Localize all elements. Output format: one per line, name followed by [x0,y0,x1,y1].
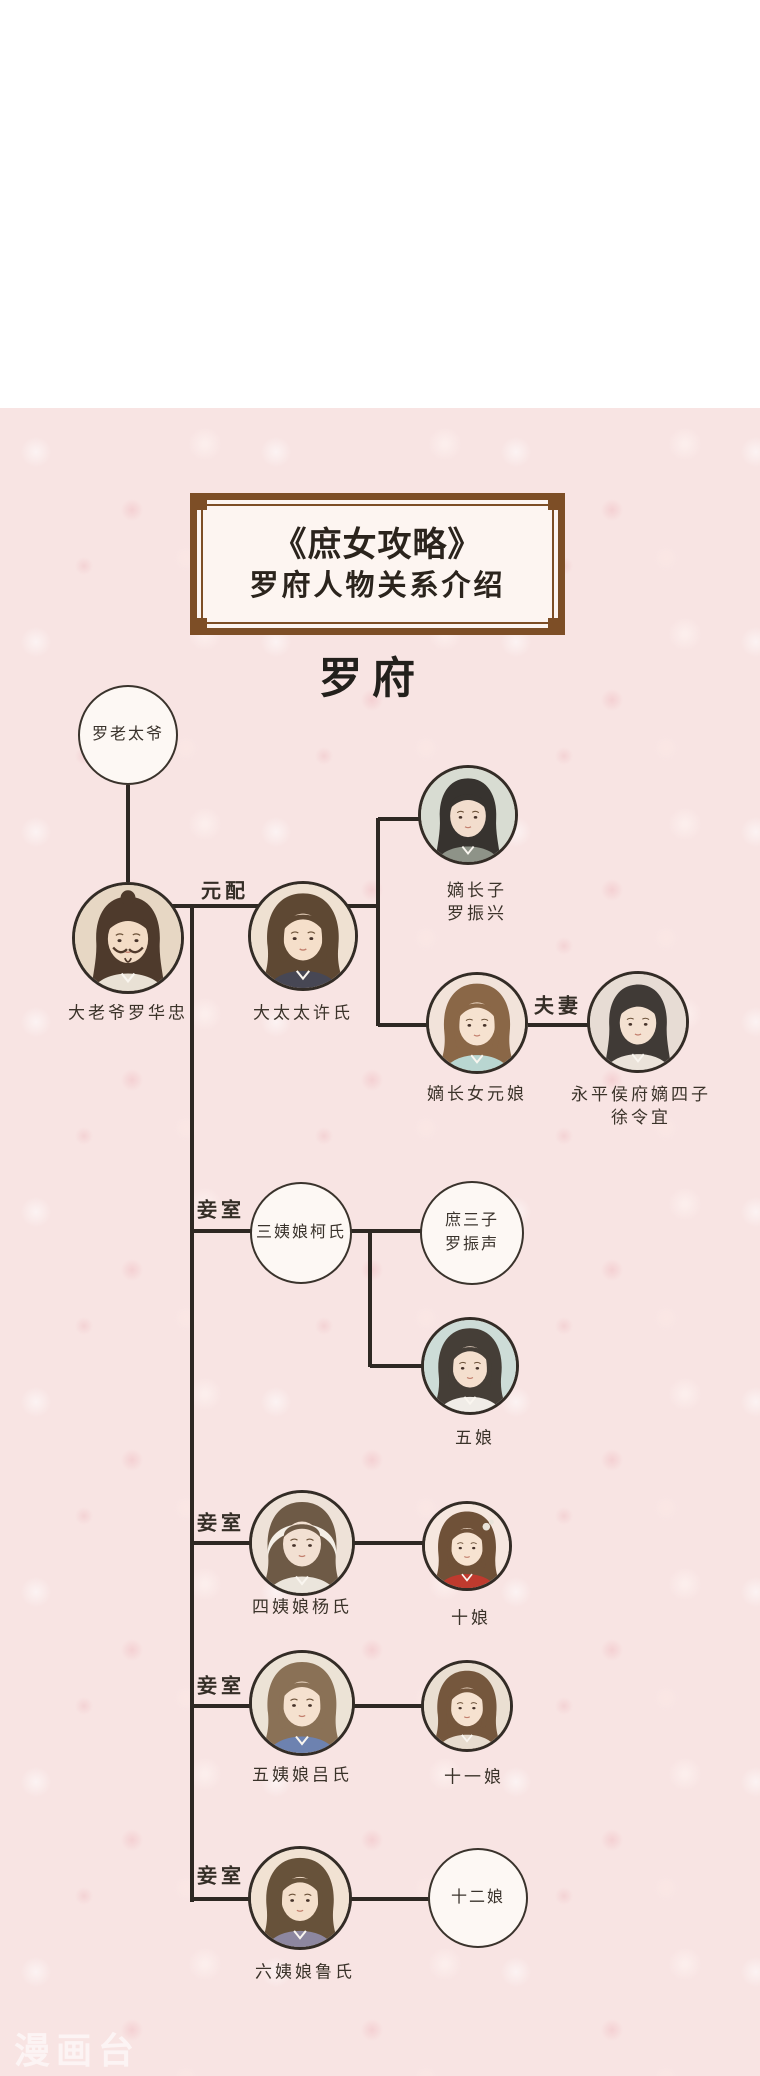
frame-corner-icon [548,493,565,510]
frame-corner-icon [190,493,207,510]
node-label: 罗振声 [444,1236,499,1253]
node-sanyiniang: 三姨娘柯氏 [250,1182,352,1284]
relation-fuqi: 夫妻 [534,995,582,1018]
frame-corner-icon [190,618,207,635]
node-label: 庶三子 [444,1212,499,1229]
node-label: 十二娘 [450,1889,505,1906]
portrait-dataitai [248,881,358,991]
title-box: 《庶女攻略》 罗府人物关系介绍 [190,493,565,635]
node-label: 三姨娘柯氏 [255,1224,346,1241]
title-box-inner-frame [201,504,554,624]
relation-qieshi-1: 妾室 [197,1199,245,1222]
label-shiyiniang: 十一娘 [444,1767,504,1787]
portrait-wuniang [421,1317,519,1415]
relation-yuanpei: 元配 [201,880,249,903]
node-shusanzi: 庶三子 罗振声 [420,1181,524,1285]
label-shiniang: 十娘 [451,1608,491,1628]
portrait-dalaoye [72,882,184,994]
label-wuyiniang: 五姨娘吕氏 [252,1765,352,1785]
frame-corner-icon [548,618,565,635]
label-wuniang: 五娘 [455,1428,495,1448]
watermark: 漫画台 [14,2031,141,2071]
connector-line [528,1023,590,1027]
label-dataitai: 大太太许氏 [253,1003,353,1023]
relation-qieshi-3: 妾室 [197,1675,245,1698]
label-yuanniang: 嫡长女元娘 [427,1084,527,1104]
page-title: 罗府 [319,656,425,703]
label-dalaoye: 大老爷罗华忠 [68,1003,188,1023]
node-label: 罗老太爷 [91,726,164,743]
portrait-siyiniang [249,1490,355,1596]
node-shierniang: 十二娘 [428,1848,528,1948]
portrait-dizhangzi [418,765,518,865]
node-luolaotaiye: 罗老太爷 [78,685,178,785]
series-title: 《庶女攻略》 [272,527,483,564]
connector-line [376,818,380,1026]
connector-line [128,904,378,908]
label-xulingyi: 永平侯府嫡四子 徐令宜 [571,1085,711,1127]
relation-qieshi-2: 妾室 [197,1512,245,1535]
connector-line [126,785,130,882]
subtitle: 罗府人物关系介绍 [249,570,506,602]
label-siyiniang: 四姨娘杨氏 [252,1597,352,1617]
portrait-shiyiniang [421,1660,513,1752]
connector-line [368,1231,372,1367]
portrait-xulingyi [587,971,689,1073]
relation-qieshi-4: 妾室 [197,1865,245,1888]
label-liuyiniang: 六姨娘鲁氏 [255,1962,355,1982]
portrait-wuyiniang [249,1650,355,1756]
portrait-shiniang [422,1501,512,1591]
connector-trunk-line [190,906,194,1902]
portrait-yuanniang [426,972,528,1074]
portrait-liuyiniang [248,1846,352,1950]
label-dizhangzi: 嫡长子 罗振兴 [447,881,507,923]
